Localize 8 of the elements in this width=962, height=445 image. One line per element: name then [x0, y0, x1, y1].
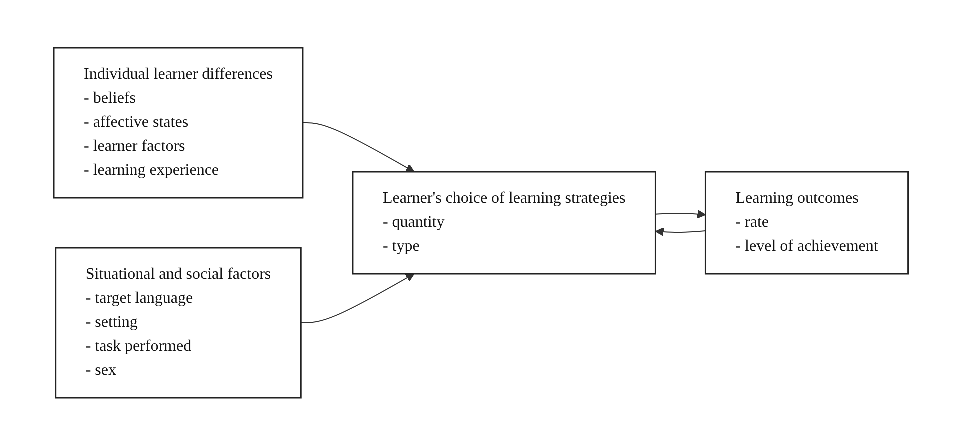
node-box: Situational and social factors - target language - setting - task performed - sex — [54, 246, 302, 398]
arrow — [300, 273, 415, 323]
arrow — [302, 122, 415, 172]
node-box: Individual learner differences - beliefs - affective states - learner factors - learning experience — [53, 46, 304, 198]
node-box: Learning outcomes - rate - level of achievement — [704, 170, 909, 274]
arrow — [655, 227, 706, 236]
node-box: Learner's choice of learning strategies - quantity - type — [352, 170, 656, 274]
arrow — [655, 209, 706, 218]
